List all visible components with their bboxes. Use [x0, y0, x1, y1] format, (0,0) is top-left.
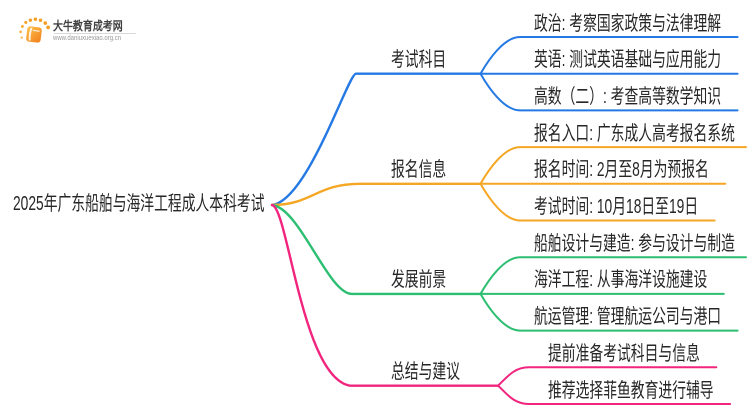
book-icon [19, 17, 50, 43]
logo-divider [53, 33, 136, 34]
branch-label-summary-advice[interactable]: 总结与建议 [391, 361, 460, 384]
central-topic[interactable]: 2025年广东船舶与海洋工程成人本科考试 [13, 193, 265, 216]
subtopic-exam-time[interactable]: 考试时间: 10月18日至19日 [533, 196, 698, 218]
subtopic-ocean-engineering[interactable]: 海洋工程: 从事海洋设施建设 [533, 269, 707, 292]
logo-brand-text: 大牛教育成考网 [53, 18, 123, 33]
subtopic-registration-time[interactable]: 报名时间: 2月至8月为预报名 [533, 159, 709, 182]
subtopic-english[interactable]: 英语: 测试英语基础与应用能力 [533, 49, 721, 72]
branch-label-career-prospects[interactable]: 发展前景 [391, 269, 447, 292]
subtopic-prepare-early[interactable]: 提前准备考试科目与信息 [547, 342, 700, 365]
branch-label-exam-subjects[interactable]: 考试科目 [391, 49, 447, 72]
subtopic-advanced-math[interactable]: 高数（二）: 考查高等数学知识 [533, 85, 721, 108]
subtopic-ship-design[interactable]: 船舶设计与建造: 参与设计与制造 [533, 232, 735, 255]
subtopic-registration-portal[interactable]: 报名入口: 广东成人高考报名系统 [533, 122, 735, 145]
subtopic-shipping-management[interactable]: 航运管理: 管理航运公司与港口 [533, 306, 721, 329]
logo-url-text: www.daniuxuexiao.org.cn [53, 32, 122, 42]
book-shape [26, 26, 42, 43]
subtopic-recommend-tutoring[interactable]: 推荐选择菲鱼教育进行辅导 [547, 379, 714, 402]
site-logo[interactable]: 大牛教育成考网 www.daniuxuexiao.org.cn [0, 0, 160, 55]
sunburst-dots [19, 17, 50, 39]
branch-label-registration-info[interactable]: 报名信息 [391, 159, 447, 182]
subtopic-politics[interactable]: 政治: 考察国家政策与法律理解 [533, 12, 721, 35]
